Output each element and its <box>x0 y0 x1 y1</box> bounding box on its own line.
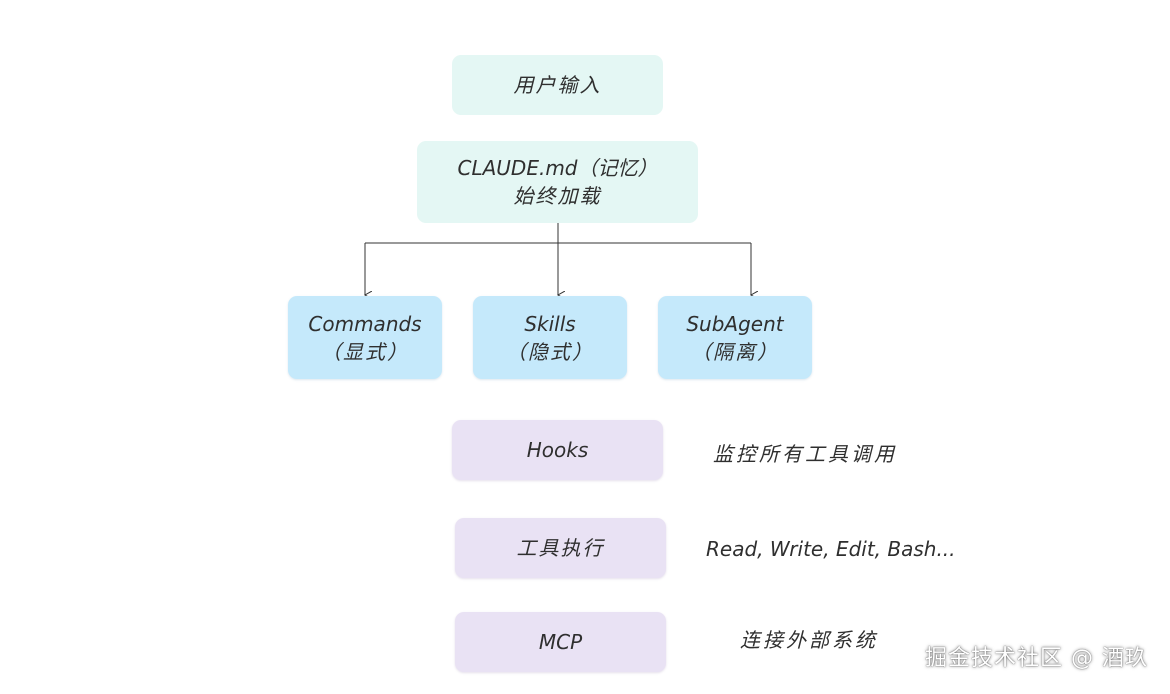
hooks-label: Hooks <box>526 438 589 462</box>
claude-md-sublabel: 始终加载 <box>513 184 602 208</box>
user-input-node: 用户输入 <box>452 55 663 115</box>
tool-exec-note: Read, Write, Edit, Bash... <box>706 537 956 561</box>
skills-label: Skills <box>524 311 576 336</box>
mcp-note: 连接外部系统 <box>740 628 878 652</box>
hooks-node: Hooks <box>452 420 663 480</box>
subagent-label: SubAgent <box>686 311 784 336</box>
commands-label: Commands <box>308 311 422 336</box>
claude-md-node: CLAUDE.md（记忆） 始终加载 <box>417 141 698 223</box>
commands-sublabel: （显式） <box>321 339 409 364</box>
commands-node: Commands （显式） <box>288 296 442 379</box>
mcp-label: MCP <box>538 630 583 654</box>
tool-exec-node: 工具执行 <box>455 518 666 578</box>
skills-node: Skills （隐式） <box>473 296 627 379</box>
tool-exec-label: 工具执行 <box>516 536 605 560</box>
watermark: 掘金技术社区 @ 酒玖 <box>925 646 1148 671</box>
claude-md-label: CLAUDE.md（记忆） <box>457 156 658 180</box>
subagent-sublabel: （隔离） <box>691 339 779 364</box>
subagent-node: SubAgent （隔离） <box>658 296 812 379</box>
hooks-note: 监控所有工具调用 <box>713 442 897 466</box>
skills-sublabel: （隐式） <box>506 339 594 364</box>
mcp-node: MCP <box>455 612 666 672</box>
user-input-label: 用户输入 <box>513 73 602 97</box>
